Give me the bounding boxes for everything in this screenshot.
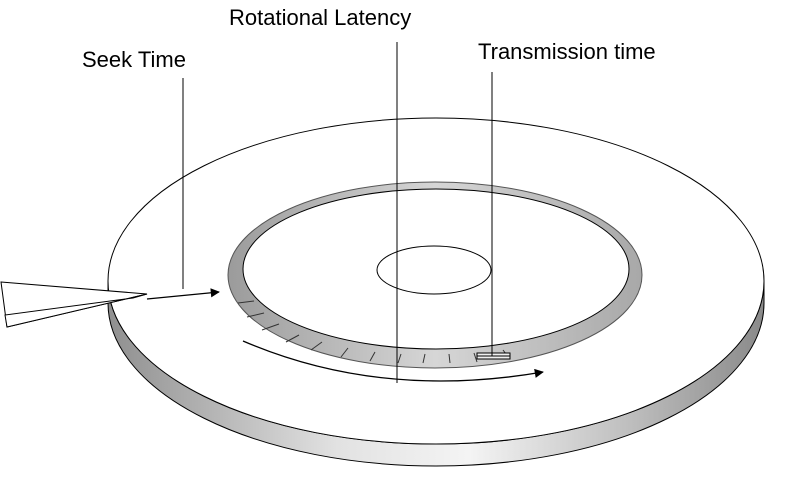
transmission-time-label: Transmission time [478, 39, 656, 64]
sector-divisions [237, 300, 510, 364]
seek-time-label: Seek Time [82, 47, 186, 72]
rotational-latency-label: Rotational Latency [229, 5, 411, 30]
seek-arrow [146, 288, 220, 300]
transmitting-sector [476, 352, 511, 360]
read-write-head [0, 281, 148, 328]
rotation-arrow [242, 340, 544, 382]
spindle-hub [376, 245, 492, 295]
